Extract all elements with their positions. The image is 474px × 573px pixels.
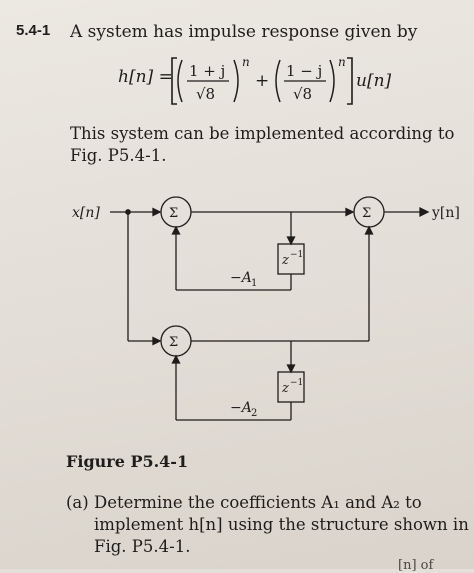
paren-left-2 <box>275 59 281 103</box>
question-a-line3: Fig. P5.4-1. <box>94 537 191 556</box>
coefficient-A1-sub: 1 <box>251 278 257 289</box>
arrow-into-sum3 <box>364 225 374 235</box>
question-a-label: (a) <box>66 493 89 512</box>
block-diagram <box>110 196 430 421</box>
implementation-text-line2: Fig. P5.4-1. <box>70 146 167 165</box>
sum1-symbol: Σ <box>169 206 178 221</box>
figure-caption: Figure P5.4-1 <box>66 452 189 471</box>
term2-denominator: √8 <box>293 85 312 103</box>
input-label: x[n] <box>72 205 100 221</box>
arrow-to-sum2 <box>152 336 162 346</box>
problem-number: 5.4-1 <box>16 22 51 39</box>
footer-fragment: [n] of <box>398 558 434 573</box>
implementation-text-line1: This system can be implemented according… <box>70 124 455 143</box>
coefficient-A2-sub: 2 <box>251 408 257 419</box>
question-a-line1: Determine the coefficients A₁ and A₂ to <box>94 493 422 512</box>
paren-right-1 <box>233 59 239 103</box>
term1-denominator: √8 <box>196 85 215 103</box>
plus-sign: + <box>255 71 269 91</box>
sum2-symbol: Σ <box>169 335 178 350</box>
arrow-into-sum2 <box>171 354 181 364</box>
branch-dot <box>125 209 131 215</box>
arrow-to-sum3 <box>345 207 355 217</box>
block-diagram-labels: x[n] y[n] Σ Σ Σ z −1 z −1 −A 1 −A 2 <box>72 205 460 419</box>
arrow-to-sum1 <box>152 207 162 217</box>
coefficient-A2: −A <box>230 400 252 416</box>
exponent-2: n <box>338 55 346 69</box>
delay1-exponent: −1 <box>290 250 303 260</box>
arrow-into-sum1 <box>171 225 181 235</box>
output-label: y[n] <box>431 205 460 221</box>
exponent-1: n <box>242 55 250 69</box>
arrow-to-delay1 <box>286 236 296 246</box>
delay1-z: z <box>281 253 289 268</box>
equation-lhs: h[n] = <box>118 67 173 87</box>
paren-left-1 <box>177 59 183 103</box>
impulse-response-equation: h[n] = 1 + j √8 n + 1 − j √8 n u[n] <box>118 55 392 105</box>
arrow-to-delay2 <box>286 364 296 374</box>
delay2-z: z <box>281 381 289 396</box>
equation-tail: u[n] <box>356 71 392 91</box>
question-a-line2: implement h[n] using the structure shown… <box>94 515 469 534</box>
term1-numerator: 1 + j <box>189 62 225 80</box>
outer-bracket-right <box>347 57 353 105</box>
outer-bracket-left <box>171 57 177 105</box>
delay2-exponent: −1 <box>290 378 303 388</box>
output-arrow <box>419 206 430 218</box>
sum3-symbol: Σ <box>362 206 371 221</box>
paren-right-2 <box>329 59 335 103</box>
term2-numerator: 1 − j <box>286 62 322 80</box>
coefficient-A1: −A <box>230 270 252 286</box>
problem-statement: A system has impulse response given by <box>70 22 418 42</box>
